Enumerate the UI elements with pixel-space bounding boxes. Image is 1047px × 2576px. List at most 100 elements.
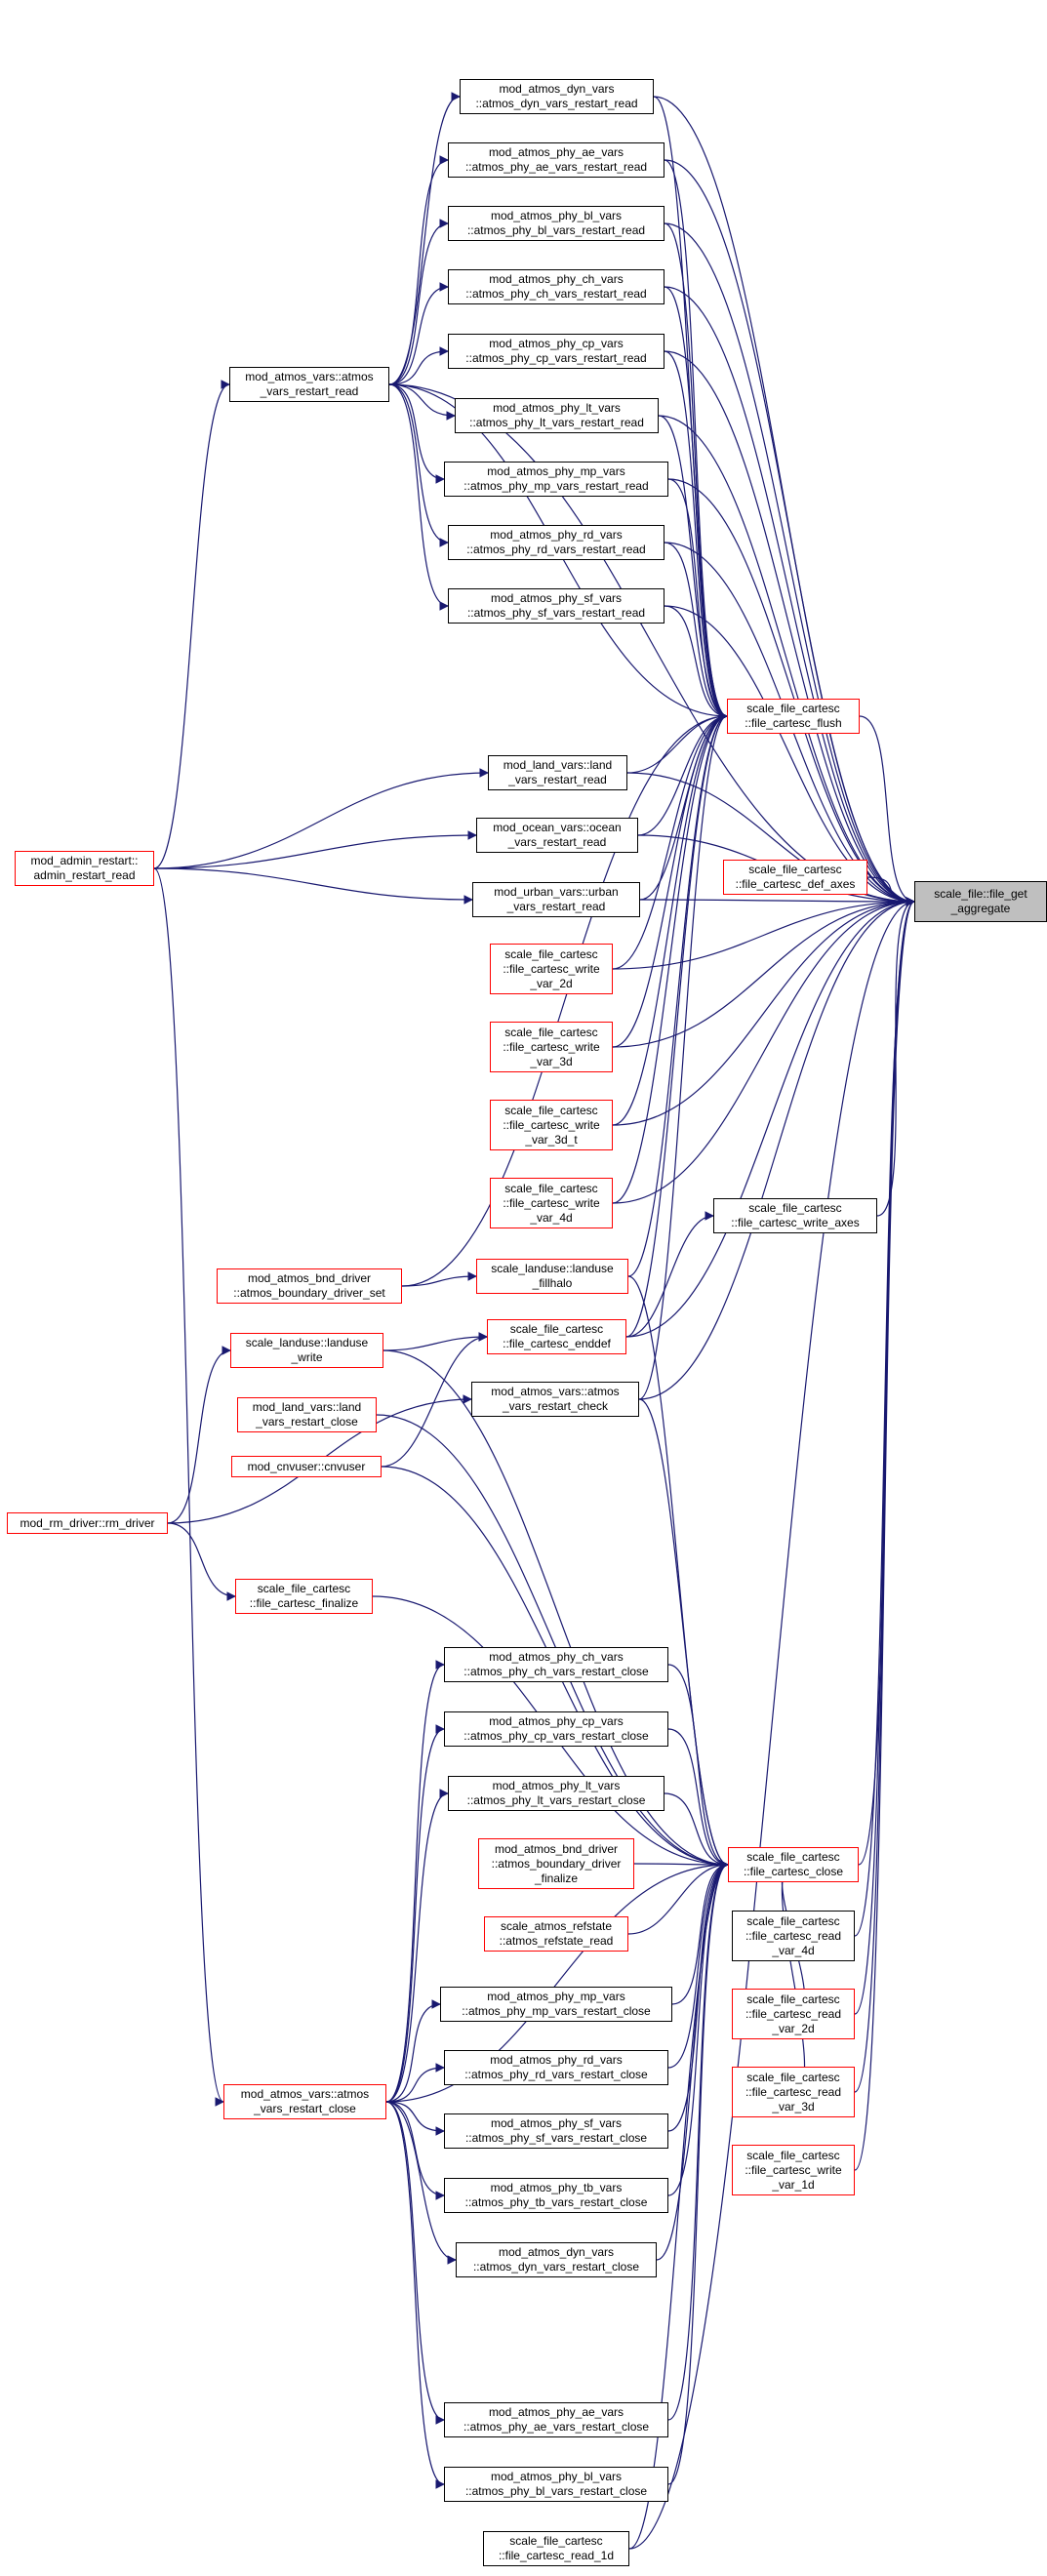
edge-enddef-to-flush — [625, 711, 728, 1338]
edge-bl_read-to-target — [664, 222, 915, 906]
node-dyn-vars-restart-close[interactable]: mod_atmos_dyn_vars ::atmos_dyn_vars_rest… — [456, 2242, 657, 2277]
node-phy-lt-vars-restart-read[interactable]: mod_atmos_phy_lt_vars ::atmos_phy_lt_var… — [455, 398, 659, 433]
edge-admin-to-ocean_read — [153, 830, 477, 869]
edge-write3dt-to-flush — [612, 711, 728, 1126]
edge-read4d-to-target — [854, 897, 915, 1937]
node-phy-ch-vars-restart-read[interactable]: mod_atmos_phy_ch_vars ::atmos_phy_ch_var… — [448, 269, 664, 304]
edge-ch_read-to-flush — [664, 286, 728, 721]
edge-refstate-to-close — [627, 1860, 729, 1935]
node-phy-ae-vars-restart-read[interactable]: mod_atmos_phy_ae_vars ::atmos_phy_ae_var… — [448, 142, 664, 178]
node-rm-driver[interactable]: mod_rm_driver::rm_driver — [7, 1512, 168, 1534]
node-atmos-vars-restart-read[interactable]: mod_atmos_vars::atmos _vars_restart_read — [229, 367, 389, 402]
node-phy-cp-vars-restart-close[interactable]: mod_atmos_phy_cp_vars ::atmos_phy_cp_var… — [444, 1711, 668, 1747]
node-phy-tb-vars-restart-close[interactable]: mod_atmos_phy_tb_vars ::atmos_phy_tb_var… — [444, 2178, 668, 2213]
node-file-cartesc-read-var-3d[interactable]: scale_file_cartesc ::file_cartesc_read _… — [732, 2067, 855, 2117]
edge-write1d-to-target — [854, 897, 915, 2171]
edge-mp_close-to-close — [671, 1860, 729, 2005]
edge-write2d-to-flush — [612, 711, 728, 970]
node-phy-rd-vars-restart-read[interactable]: mod_atmos_phy_rd_vars ::atmos_phy_rd_var… — [448, 525, 664, 560]
node-land-vars-restart-read[interactable]: mod_land_vars::land _vars_restart_read — [488, 755, 627, 790]
edge-atmos_close-to-ae_close — [385, 2101, 445, 2425]
node-phy-sf-vars-restart-read[interactable]: mod_atmos_phy_sf_vars ::atmos_phy_sf_var… — [448, 588, 664, 624]
node-atmos-vars-restart-close[interactable]: mod_atmos_vars::atmos _vars_restart_clos… — [223, 2084, 386, 2119]
node-admin-restart-read[interactable]: mod_admin_restart:: admin_restart_read — [15, 851, 154, 886]
node-phy-bl-vars-restart-read[interactable]: mod_atmos_phy_bl_vars ::atmos_phy_bl_var… — [448, 206, 664, 241]
node-file-cartesc-flush[interactable]: scale_file_cartesc ::file_cartesc_flush — [727, 699, 860, 734]
edge-bnd_set-to-fillhalo — [401, 1271, 477, 1287]
edge-atmos_read-to-sf_read — [388, 383, 449, 611]
edge-sf_read-to-flush — [664, 605, 728, 721]
node-file-cartesc-write-var-3d[interactable]: scale_file_cartesc ::file_cartesc_write … — [490, 1022, 613, 1072]
node-phy-mp-vars-restart-close[interactable]: mod_atmos_phy_mp_vars ::atmos_phy_mp_var… — [440, 1987, 672, 2022]
node-phy-cp-vars-restart-read[interactable]: mod_atmos_phy_cp_vars ::atmos_phy_cp_var… — [448, 334, 664, 369]
node-urban-vars-restart-read[interactable]: mod_urban_vars::urban _vars_restart_read — [472, 882, 640, 917]
edge-flush-to-target — [859, 715, 915, 906]
edge-mp_read-to-flush — [667, 478, 728, 721]
edge-atmos_close-to-rd_close — [385, 2063, 445, 2103]
edge-atmos_check-to-target — [638, 897, 915, 1400]
edge-rm_driver-to-finalize — [167, 1522, 236, 1601]
edge-admin-to-land_read — [153, 768, 489, 869]
edge-atmos_close-to-tb_close — [385, 2101, 445, 2200]
node-phy-mp-vars-restart-read[interactable]: mod_atmos_phy_mp_vars ::atmos_phy_mp_var… — [444, 462, 668, 497]
edge-enddef-to-write_axes — [625, 1211, 714, 1338]
edge-bl_read-to-flush — [664, 222, 728, 721]
node-phy-ae-vars-restart-close[interactable]: mod_atmos_phy_ae_vars ::atmos_phy_ae_var… — [444, 2402, 668, 2437]
edge-atmos_read-to-ch_read — [388, 282, 449, 385]
node-file-cartesc-def-axes[interactable]: scale_file_cartesc ::file_cartesc_def_ax… — [723, 860, 867, 895]
edge-landuse_write-to-enddef — [383, 1332, 488, 1351]
edge-bnd_set-to-flush — [401, 711, 728, 1287]
edge-ae_read-to-flush — [664, 159, 728, 721]
edge-write4d-to-flush — [612, 711, 728, 1204]
edge-write2d-to-target — [612, 897, 915, 970]
node-file-cartesc-enddef[interactable]: scale_file_cartesc ::file_cartesc_enddef — [487, 1319, 626, 1354]
node-phy-ch-vars-restart-close[interactable]: mod_atmos_phy_ch_vars ::atmos_phy_ch_var… — [444, 1647, 668, 1682]
node-landuse-fillhalo[interactable]: scale_landuse::landuse _fillhalo — [476, 1259, 628, 1294]
node-file-cartesc-read-var-4d[interactable]: scale_file_cartesc ::file_cartesc_read _… — [732, 1911, 855, 1961]
edge-write3d-to-target — [612, 897, 915, 1048]
edge-cp_close-to-close — [667, 1728, 729, 1870]
node-phy-sf-vars-restart-close[interactable]: mod_atmos_phy_sf_vars ::atmos_phy_sf_var… — [444, 2113, 668, 2149]
edge-lt_read-to-flush — [658, 415, 728, 721]
node-phy-bl-vars-restart-close[interactable]: mod_atmos_phy_bl_vars ::atmos_phy_bl_var… — [444, 2467, 668, 2502]
node-cnvuser[interactable]: mod_cnvuser::cnvuser — [231, 1456, 382, 1477]
node-file-cartesc-write-var-2d[interactable]: scale_file_cartesc ::file_cartesc_write … — [490, 944, 613, 994]
edge-atmos_close-to-bl_close — [385, 2101, 445, 2489]
node-land-vars-restart-close[interactable]: mod_land_vars::land _vars_restart_close — [237, 1397, 377, 1432]
edge-ch_read-to-target — [664, 286, 915, 906]
node-phy-lt-vars-restart-close[interactable]: mod_atmos_phy_lt_vars ::atmos_phy_lt_var… — [448, 1776, 664, 1811]
edge-rd_close-to-close — [667, 1860, 729, 2069]
edge-atmos_read-to-bl_read — [388, 219, 449, 385]
edge-atmos_check-to-close — [638, 1398, 729, 1870]
node-atmos-refstate-read[interactable]: scale_atmos_refstate ::atmos_refstate_re… — [484, 1916, 628, 1952]
node-file-cartesc-write-var-4d[interactable]: scale_file_cartesc ::file_cartesc_write … — [490, 1178, 613, 1228]
node-ocean-vars-restart-read[interactable]: mod_ocean_vars::ocean _vars_restart_read — [476, 818, 638, 853]
node-atmos-boundary-driver-finalize[interactable]: mod_atmos_bnd_driver ::atmos_boundary_dr… — [478, 1838, 634, 1889]
edge-atmos_close-to-sf_close — [385, 2101, 445, 2136]
edge-write3dt-to-target — [612, 897, 915, 1126]
edge-dyn_close-to-close — [656, 1860, 729, 2261]
node-landuse-write[interactable]: scale_landuse::landuse _write — [230, 1333, 383, 1368]
edge-atmos_close-to-close — [385, 1860, 729, 2103]
node-file-cartesc-write-axes[interactable]: scale_file_cartesc ::file_cartesc_write_… — [713, 1198, 877, 1233]
node-file-cartesc-finalize[interactable]: scale_file_cartesc ::file_cartesc_finali… — [235, 1579, 373, 1614]
node-dyn-vars-restart-read[interactable]: mod_atmos_dyn_vars ::atmos_dyn_vars_rest… — [460, 79, 654, 114]
node-file-cartesc-write-var-3d-t[interactable]: scale_file_cartesc ::file_cartesc_write … — [490, 1100, 613, 1150]
edge-urban_read-to-target — [639, 897, 915, 906]
edge-atmos_read-to-ae_read — [388, 155, 449, 385]
edge-bl_close-to-close — [667, 1860, 729, 2485]
node-file-cartesc-write-var-1d[interactable]: scale_file_cartesc ::file_cartesc_write … — [732, 2145, 855, 2195]
node-file-cartesc-close[interactable]: scale_file_cartesc ::file_cartesc_close — [728, 1847, 859, 1882]
edge-rd_read-to-flush — [664, 542, 728, 721]
node-atmos-vars-restart-check[interactable]: mod_atmos_vars::atmos _vars_restart_chec… — [471, 1382, 639, 1417]
edge-rm_driver-to-landuse_write — [167, 1346, 231, 1524]
node-atmos-boundary-driver-set[interactable]: mod_atmos_bnd_driver ::atmos_boundary_dr… — [217, 1268, 402, 1304]
node-file-cartesc-read-1d[interactable]: scale_file_cartesc ::file_cartesc_read_1… — [483, 2531, 629, 2566]
node-phy-rd-vars-restart-close[interactable]: mod_atmos_phy_rd_vars ::atmos_phy_rd_var… — [444, 2050, 668, 2085]
edge-atmos_close-to-dyn_close — [385, 2101, 457, 2265]
node-file-cartesc-read-var-2d[interactable]: scale_file_cartesc ::file_cartesc_read _… — [732, 1989, 855, 2039]
edge-landuse_write-to-close — [383, 1349, 729, 1870]
edge-lt_close-to-close — [664, 1792, 729, 1870]
edge-cp_read-to-flush — [664, 350, 728, 721]
